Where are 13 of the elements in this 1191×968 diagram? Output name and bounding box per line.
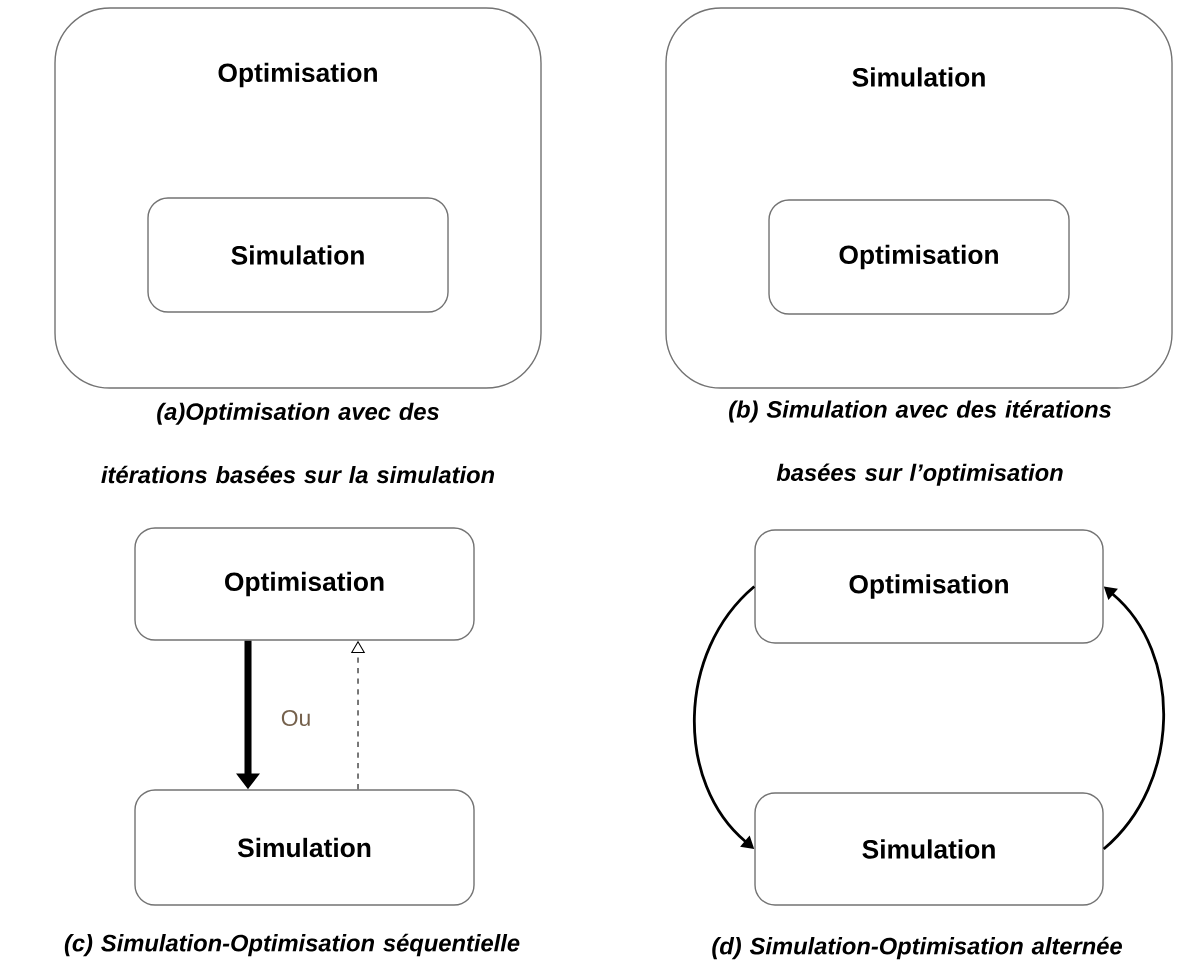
process-box: Optimisation [754, 529, 1104, 644]
arrow [1102, 586, 1166, 850]
process-box: Simulation [134, 789, 475, 906]
caption: (a)Optimisation avec des itérations basées sur la simulation [101, 402, 495, 484]
caption: (c) Simulation-Optimisation séquentielle [64, 933, 520, 957]
caption: (b) Simulation avec des itérations basées sur l’optimisation [729, 400, 1111, 486]
process-box: Simulation [754, 792, 1104, 906]
arrow [693, 585, 756, 849]
caption: (d) Simulation-Optimisation alternée [712, 936, 1122, 960]
process-box: Optimisation [134, 527, 475, 641]
inner-box: Optimisation [768, 199, 1070, 315]
or-label: Ou [281, 709, 310, 727]
inner-box: Simulation [147, 197, 449, 313]
